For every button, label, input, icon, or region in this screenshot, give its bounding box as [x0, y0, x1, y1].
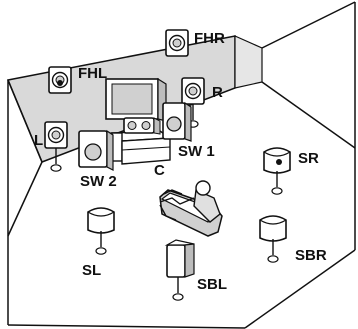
- label-sw2: SW 2: [80, 173, 117, 190]
- listener-armchair: [159, 180, 223, 237]
- speaker-fhr: [165, 29, 189, 57]
- speaker-c: [123, 117, 161, 135]
- tv-set: [105, 77, 167, 122]
- label-l: L: [34, 132, 43, 149]
- label-sw1: SW 1: [178, 143, 215, 160]
- av-rack: [110, 130, 173, 165]
- subwoofer-2: [78, 129, 114, 171]
- room-outline: [7, 1, 356, 329]
- label-r: R: [212, 84, 223, 101]
- speaker-sr: [263, 147, 291, 195]
- label-fhr: FHR: [194, 30, 225, 47]
- label-sl: SL: [82, 262, 101, 279]
- subwoofer-1: [162, 101, 192, 142]
- label-c: C: [154, 162, 165, 179]
- speaker-fhl: [48, 66, 72, 94]
- label-sbr: SBR: [295, 247, 327, 264]
- speaker-sbl: [164, 239, 195, 301]
- label-fhl: FHL: [78, 65, 107, 82]
- label-sbl: SBL: [197, 276, 227, 293]
- label-sr: SR: [298, 150, 319, 167]
